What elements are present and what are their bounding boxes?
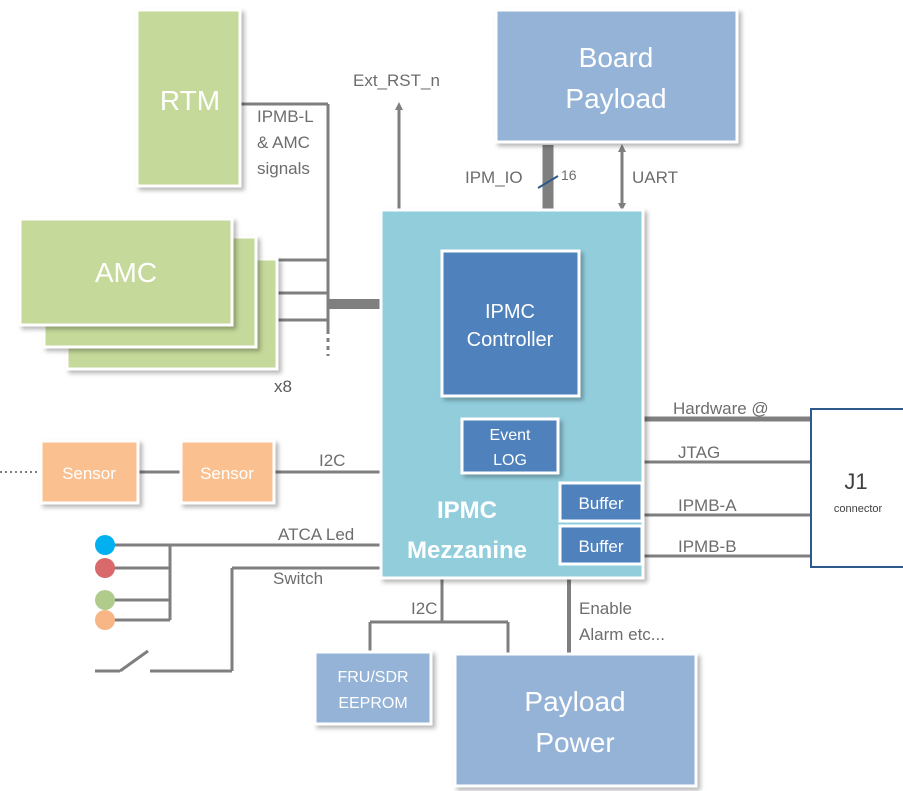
i2c-eeprom-label: I2C bbox=[411, 599, 437, 618]
ipmb-a-label: IPMB-A bbox=[678, 496, 737, 515]
event-log-label-line2: LOG bbox=[493, 452, 527, 469]
payload-power-block: Payload Power bbox=[453, 652, 698, 788]
switch-label: Switch bbox=[273, 569, 323, 588]
i2c-sensor-label: I2C bbox=[319, 451, 345, 470]
ipmb-b-label: IPMB-B bbox=[678, 537, 737, 556]
uart-label: UART bbox=[632, 168, 678, 187]
amc-count-label: x8 bbox=[274, 377, 292, 396]
bus-width-tick bbox=[537, 175, 559, 189]
ipmb-l-label-line1: IPMB-L bbox=[257, 107, 314, 126]
ipmc-controller-label-line2: Controller bbox=[467, 329, 554, 351]
bus-width-label: 16 bbox=[561, 167, 577, 183]
board-payload-label-line1: Board bbox=[579, 42, 654, 73]
payload-power-label-line2: Power bbox=[535, 727, 614, 758]
enable-label-line2: Alarm etc... bbox=[579, 625, 665, 644]
sensor-2-block: Sensor bbox=[179, 439, 276, 505]
jtag-label: JTAG bbox=[678, 443, 720, 462]
atca-led-label: ATCA Led bbox=[278, 525, 354, 544]
board-payload-block: Board Payload bbox=[494, 8, 739, 144]
j1-connector-block: J1 connector bbox=[810, 408, 903, 568]
fru-label-line1: FRU/SDR bbox=[337, 669, 408, 686]
amc-block-stack: AMC bbox=[18, 217, 279, 371]
event-log-label-line1: Event bbox=[490, 427, 531, 444]
connection-lines bbox=[0, 102, 811, 673]
ipmb-l-label-line2: & AMC bbox=[257, 133, 310, 152]
led-red-icon bbox=[95, 558, 115, 578]
led-green-icon bbox=[95, 590, 115, 610]
led-blue-icon bbox=[95, 535, 115, 555]
buffer-a-label: Buffer bbox=[578, 494, 623, 513]
ipmc-controller-label-line1: IPMC bbox=[485, 301, 535, 323]
board-payload-label-line2: Payload bbox=[565, 83, 666, 114]
enable-label-line1: Enable bbox=[579, 599, 632, 618]
buffer-a-block: Buffer bbox=[558, 481, 644, 523]
rtm-label: RTM bbox=[160, 85, 220, 116]
switch-lever bbox=[119, 649, 149, 673]
amc-block-front bbox=[18, 217, 234, 327]
j1-sublabel: connector bbox=[834, 503, 883, 515]
mezzanine-label-line1: IPMC bbox=[437, 497, 497, 524]
rtm-block: RTM bbox=[135, 8, 242, 188]
payload-power-label-line1: Payload bbox=[524, 686, 625, 717]
ipm-io-label: IPM_IO bbox=[465, 168, 523, 187]
sensor-1-block: Sensor bbox=[39, 439, 140, 505]
ipmc-controller-block: IPMC Controller bbox=[440, 249, 581, 398]
fru-sdr-eeprom-block: FRU/SDR EEPROM bbox=[313, 650, 433, 726]
buffer-b-block: Buffer bbox=[558, 524, 644, 566]
ipmb-l-label-line3: signals bbox=[257, 159, 310, 178]
ext-rst-label: Ext_RST_n bbox=[353, 71, 440, 90]
buffer-b-label: Buffer bbox=[578, 537, 623, 556]
event-log-block: Event LOG bbox=[460, 417, 560, 475]
sensor-2-label: Sensor bbox=[200, 464, 254, 483]
fru-label-line2: EEPROM bbox=[338, 695, 407, 712]
amc-label: AMC bbox=[95, 257, 157, 288]
hardware-address-label: Hardware @ bbox=[673, 399, 769, 418]
j1-label: J1 bbox=[844, 469, 867, 494]
led-orange-icon bbox=[95, 610, 115, 630]
mezzanine-label-line2: Mezzanine bbox=[407, 537, 527, 564]
sensor-1-label: Sensor bbox=[62, 464, 116, 483]
